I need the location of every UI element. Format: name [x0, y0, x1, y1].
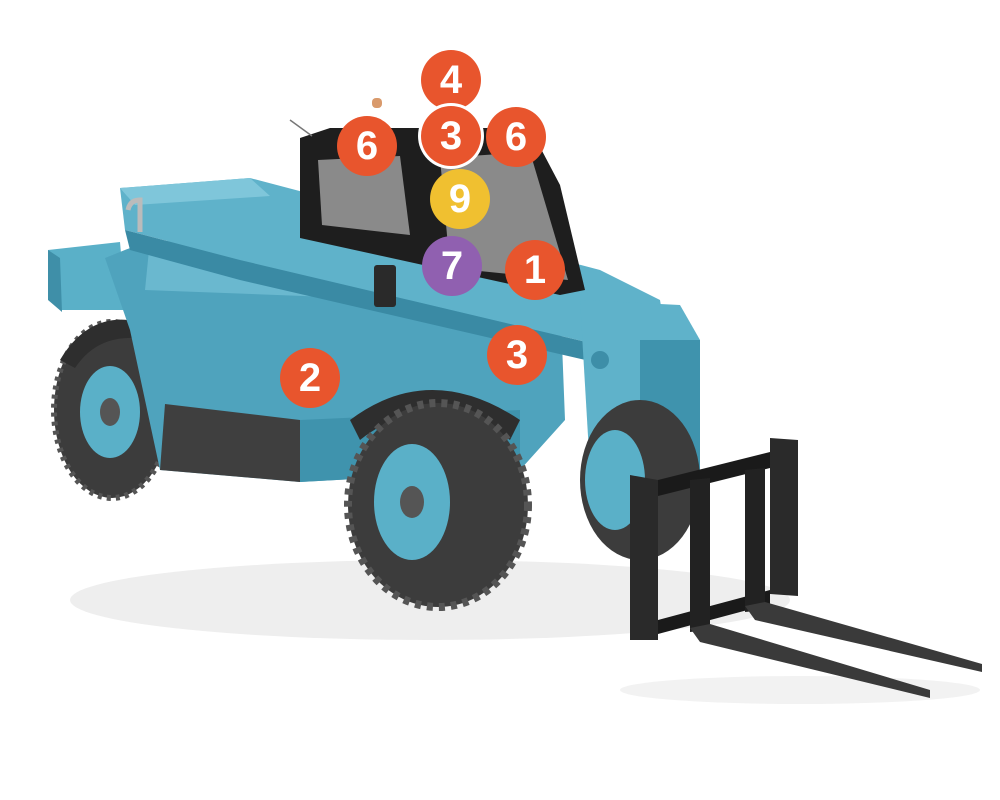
callout-marker-7[interactable]: 7: [422, 236, 482, 296]
callout-marker-3-cab-top[interactable]: 3: [421, 106, 481, 166]
fork-carriage: [630, 438, 798, 640]
callout-marker-2[interactable]: 2: [280, 348, 340, 408]
callout-marker-4[interactable]: 4: [421, 50, 481, 110]
forks: [690, 602, 982, 698]
callout-marker-6-right[interactable]: 6: [486, 107, 546, 167]
callout-marker-6-left[interactable]: 6: [337, 116, 397, 176]
front-left-wheel: [344, 390, 532, 611]
callout-marker-1[interactable]: 1: [505, 240, 565, 300]
callout-marker-9[interactable]: 9: [430, 169, 490, 229]
callout-marker-3-boom[interactable]: 3: [487, 325, 547, 385]
